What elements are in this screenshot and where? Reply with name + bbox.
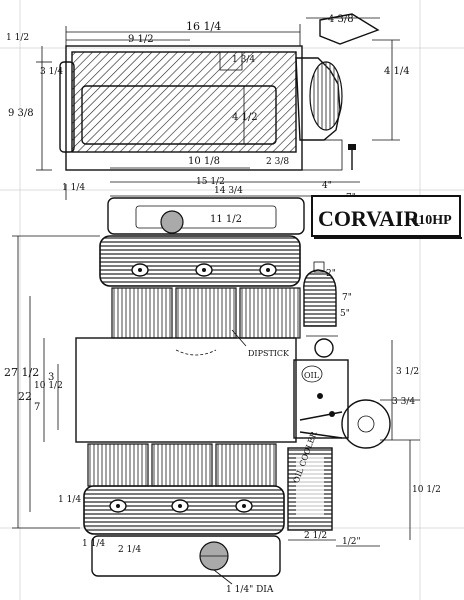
label-dipstick: DIPSTICK bbox=[248, 349, 290, 358]
dim-upper-height: 9 3/8 bbox=[8, 108, 34, 119]
dim-top-left-small: 1 1/2 bbox=[6, 33, 29, 43]
dim-lower-right-b: 1/2" bbox=[342, 537, 361, 547]
oil-cooler: OIL COOLER bbox=[287, 430, 333, 531]
dim-bottom-left-b: 2 1/4 bbox=[118, 545, 141, 555]
dim-width-a: 15 1/2 bbox=[196, 177, 225, 187]
dim-right-a: 3 1/2 bbox=[396, 367, 419, 377]
upper-head: 11 1/2 bbox=[99, 197, 305, 287]
dim-right-b: 3 3/4 bbox=[392, 397, 415, 407]
left-dimension-lines bbox=[12, 235, 100, 529]
lower-head bbox=[83, 485, 285, 577]
dim-block-b: 7 bbox=[34, 402, 40, 413]
dim-cooler-height: 10 1/2 bbox=[412, 485, 441, 495]
dim-top-right: 4 3/8 bbox=[328, 14, 354, 25]
dim-block-c: 3 bbox=[48, 372, 54, 383]
dim-top-left: 9 1/2 bbox=[128, 34, 154, 45]
dim-pulley-small: 2" bbox=[326, 269, 336, 279]
dim-block-a: 10 1/2 bbox=[34, 381, 63, 391]
title-name: CORVAIR bbox=[318, 206, 421, 231]
title-rating: 110HP bbox=[412, 213, 452, 228]
dim-left-step: 1 1/4 bbox=[62, 183, 85, 193]
label-oil: OIL bbox=[304, 371, 320, 380]
dim-top-total: 16 1/4 bbox=[186, 20, 221, 33]
dim-shroud-base: 10 1/8 bbox=[188, 156, 220, 167]
crankcase: DIPSTICK bbox=[75, 329, 297, 443]
dim-right-four: 4" bbox=[322, 181, 332, 191]
dim-lower-right-a: 2 1/2 bbox=[304, 531, 327, 541]
dim-small-box: 1 3/4 bbox=[232, 55, 255, 65]
right-dimension-lines bbox=[380, 340, 420, 540]
lower-right-dimension-lines bbox=[288, 539, 380, 547]
dim-total-height: 27 1/2 bbox=[4, 366, 39, 379]
dim-bottom-left-a: 1 1/4 bbox=[82, 539, 105, 549]
dim-fan-right: 4 1/4 bbox=[384, 66, 410, 77]
dim-shroud-inner: 4 1/2 bbox=[232, 112, 258, 123]
upper-cylinders bbox=[111, 287, 301, 339]
oil-pump-assembly: OIL bbox=[293, 359, 391, 449]
oil-filter: 2" 7" 5" bbox=[303, 261, 352, 358]
fan-shroud bbox=[59, 45, 303, 171]
title-block: CORVAIR 110HP bbox=[311, 195, 462, 239]
alternator-housing bbox=[295, 13, 380, 171]
dim-fan-height: 3 1/4 bbox=[40, 67, 63, 77]
dim-right-step: 2 3/8 bbox=[266, 157, 289, 167]
dim-head-width: 11 1/2 bbox=[210, 214, 242, 225]
dim-filter-width: 7" bbox=[342, 293, 352, 303]
lower-cylinders bbox=[87, 443, 277, 487]
dim-crankcase-height: 22 bbox=[18, 390, 32, 403]
dim-lower-left: 1 1/4 bbox=[58, 495, 81, 505]
dim-width-b: 14 3/4 bbox=[214, 186, 243, 196]
dim-bottom-dia: 1 1/4" DIA bbox=[226, 585, 274, 595]
dim-filter-height: 5" bbox=[340, 309, 350, 319]
